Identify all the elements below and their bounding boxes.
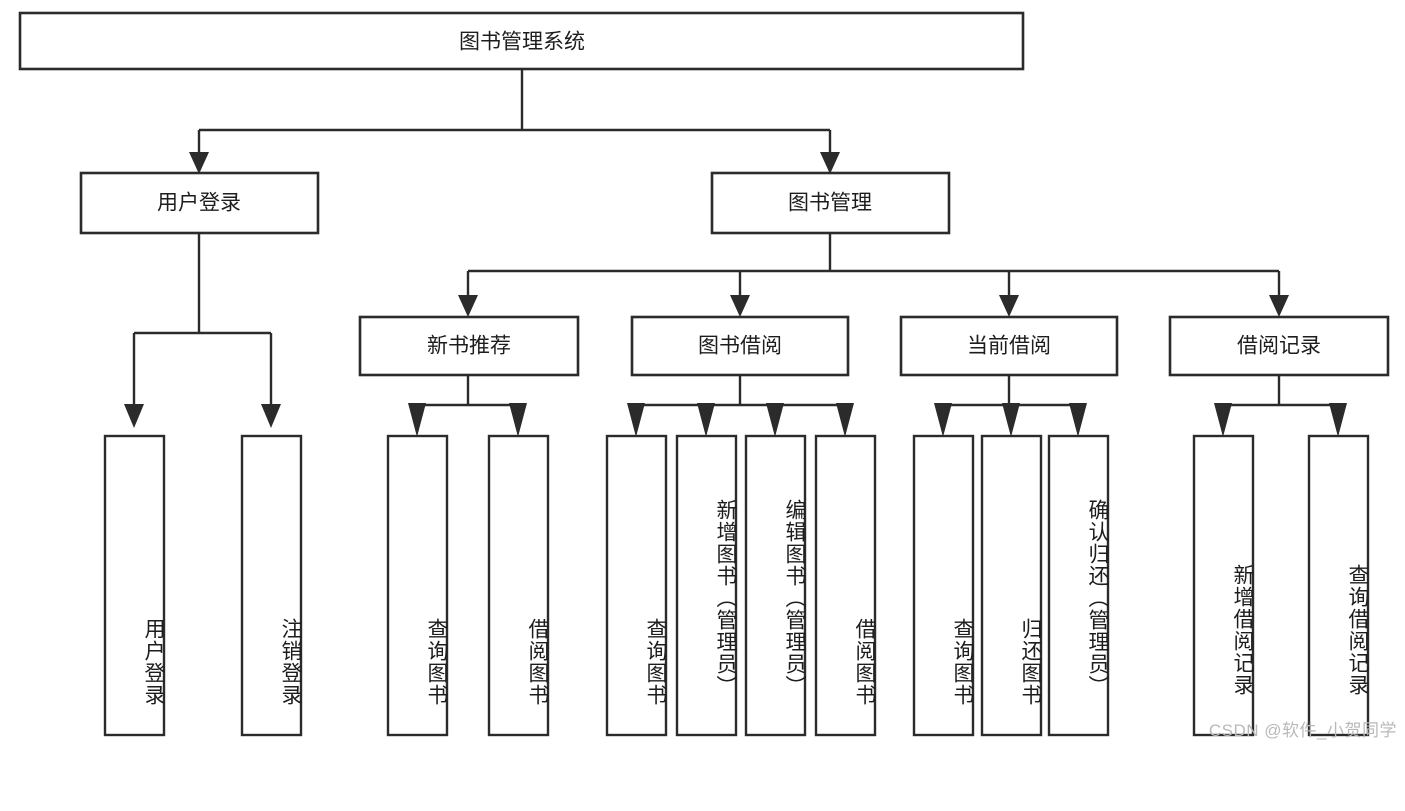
node-user-login-label: 用户登录 <box>157 192 241 215</box>
leaf-box-user-login-2[interactable] <box>240 434 303 737</box>
leaf-box-book-borrow-4[interactable] <box>814 434 877 737</box>
arrow-book-borrow-leaf-1 <box>627 403 645 437</box>
node-current-borrow-label: 当前借阅 <box>967 335 1051 358</box>
node-book-borrow-box[interactable] <box>630 315 850 377</box>
arrow-user-login-leaf-2 <box>261 404 281 428</box>
leaf-box-book-borrow-1[interactable] <box>605 434 668 737</box>
arrow-book-borrow-leaf-3 <box>766 403 784 437</box>
leaf-box-book-borrow-2[interactable] <box>675 434 738 737</box>
node-book-manage-box[interactable] <box>710 171 951 235</box>
arrow-new-book-leaf-2 <box>509 403 527 437</box>
diagram-canvas: 图书管理系统 用户登录 图书管理 新书推荐 图书借阅 当前借阅 借阅记录 <box>18 11 1397 740</box>
leaf-box-book-borrow-3[interactable] <box>744 434 807 737</box>
node-new-book-label: 新书推荐 <box>427 335 511 358</box>
arrow-book-borrow <box>730 295 750 317</box>
arrow-book-manage <box>820 152 840 174</box>
node-root-box[interactable] <box>18 11 1025 71</box>
nodes-group: 图书管理系统 用户登录 图书管理 新书推荐 图书借阅 当前借阅 借阅记录 <box>18 11 1390 737</box>
arrow-borrow-record <box>1269 295 1289 317</box>
node-book-manage-label: 图书管理 <box>788 192 872 215</box>
arrowheads-group <box>124 152 1347 437</box>
leaf-box-current-borrow-3[interactable] <box>1047 434 1110 737</box>
leaf-box-current-borrow-2[interactable] <box>980 434 1043 737</box>
arrow-borrow-record-leaf-1 <box>1214 403 1232 437</box>
node-borrow-record-label: 借阅记录 <box>1237 335 1321 358</box>
leaf-box-new-book-2[interactable] <box>487 434 550 737</box>
node-user-login-box[interactable] <box>79 171 320 235</box>
flowchart-svg: 图书管理系统 用户登录 图书管理 新书推荐 图书借阅 当前借阅 借阅记录 <box>18 11 1390 737</box>
node-book-borrow-label: 图书借阅 <box>698 335 782 358</box>
arrow-current-borrow <box>999 295 1019 317</box>
leaf-box-current-borrow-1[interactable] <box>912 434 975 737</box>
csdn-watermark: CSDN @软件_小贺同学 <box>1208 721 1397 740</box>
arrow-current-borrow-leaf-1 <box>934 403 952 437</box>
node-root-label: 图书管理系统 <box>459 31 585 54</box>
arrow-new-book-leaf-1 <box>408 403 426 437</box>
leaf-box-user-login-1[interactable] <box>103 434 166 737</box>
leaf-box-borrow-record-1[interactable] <box>1192 434 1255 737</box>
arrow-borrow-record-leaf-2 <box>1329 403 1347 437</box>
arrow-book-borrow-leaf-2 <box>697 403 715 437</box>
arrow-book-borrow-leaf-4 <box>836 403 854 437</box>
node-borrow-record-box[interactable] <box>1168 315 1390 377</box>
node-current-borrow-box[interactable] <box>899 315 1119 377</box>
node-new-book-box[interactable] <box>358 315 580 377</box>
leaf-box-new-book-1[interactable] <box>386 434 449 737</box>
arrow-user-login <box>189 152 209 174</box>
leaf-box-borrow-record-2[interactable] <box>1307 434 1370 737</box>
arrow-new-book <box>458 295 478 317</box>
arrow-user-login-leaf-1 <box>124 404 144 428</box>
arrow-current-borrow-leaf-2 <box>1002 403 1020 437</box>
arrow-current-borrow-leaf-3 <box>1069 403 1087 437</box>
